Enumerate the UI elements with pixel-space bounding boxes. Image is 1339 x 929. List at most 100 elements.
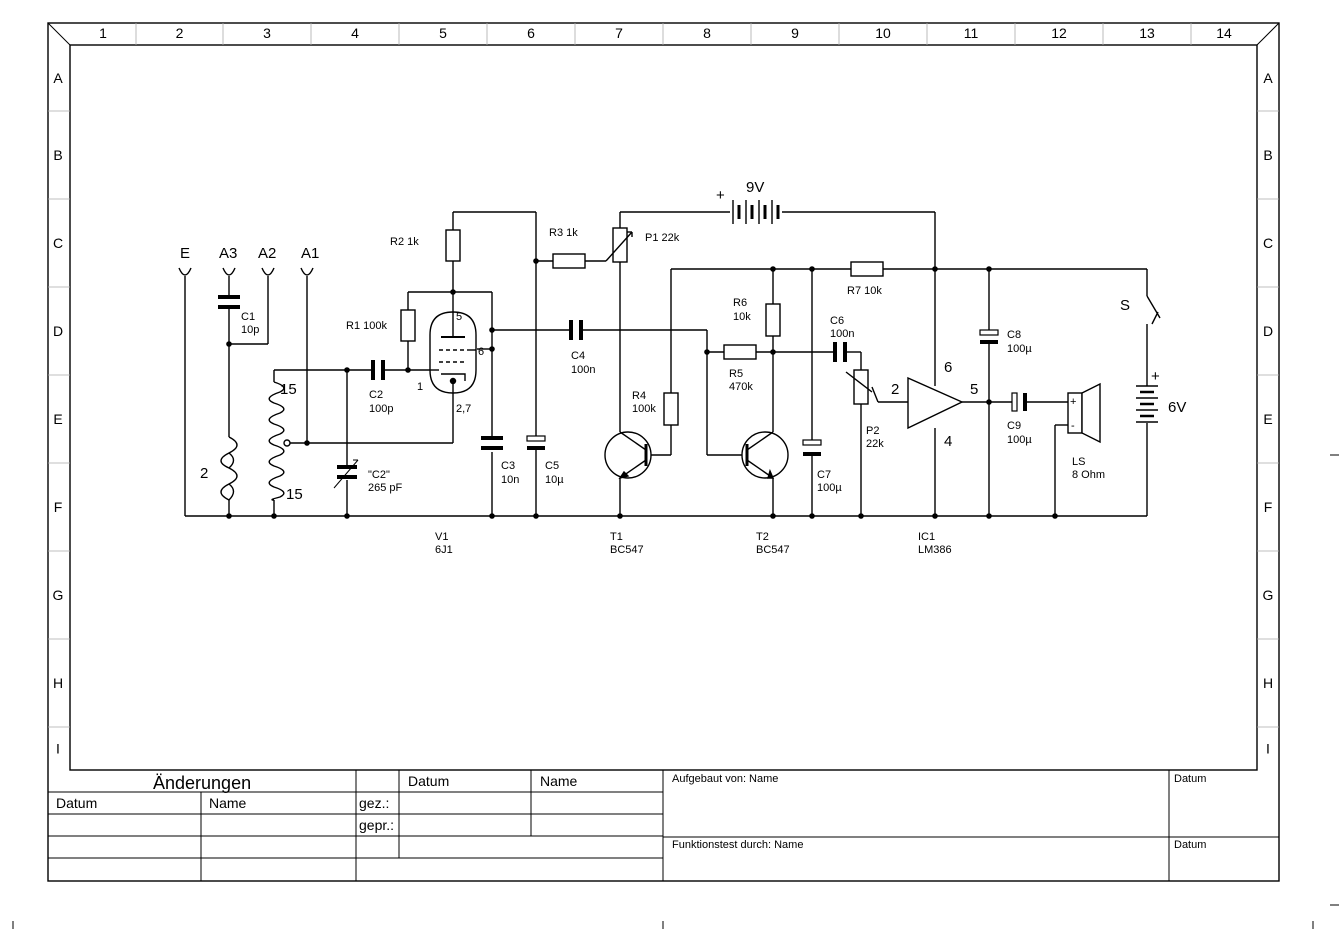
capacitor-c5 (526, 435, 546, 450)
label-switch: S (1120, 297, 1130, 314)
label-t2-type: BC547 (756, 544, 790, 556)
label-c7-name: C7 (817, 469, 831, 481)
row-label-left: C (53, 235, 63, 251)
label-ic1-pin2: 2 (891, 381, 899, 398)
crop-marks (12, 454, 1339, 929)
column-label: 14 (1216, 25, 1232, 41)
row-label-left: D (53, 323, 63, 339)
row-label-right: H (1263, 675, 1273, 691)
label-p2-value: 22k (866, 438, 884, 450)
label-c8-value: 100µ (1007, 343, 1032, 355)
row-label-right: B (1263, 147, 1272, 163)
component-labels: E A3 A2 A1 C1 10p 2 15 15 C2 100p "C2" 2… (180, 179, 1186, 556)
label-e: E (180, 245, 190, 262)
label-c2var-value: 265 pF (368, 482, 403, 494)
label-ic1-pin4: 4 (944, 433, 952, 450)
row-label-left: H (53, 675, 63, 691)
battery-6v (1136, 385, 1158, 423)
column-label: 9 (791, 25, 799, 41)
label-c5-value: 10µ (545, 474, 564, 486)
label-r6-name: R6 (733, 297, 747, 309)
coil-left (220, 436, 238, 501)
column-label: 2 (176, 25, 184, 41)
label-ic1-pin6: 6 (944, 359, 952, 376)
label-v1-type: 6J1 (435, 544, 453, 556)
transistor-t2 (741, 431, 789, 479)
row-label-right: E (1263, 411, 1272, 427)
label-battery9-plus: + (716, 187, 725, 204)
label-coil-tap-bottom: 15 (286, 486, 303, 503)
capacitor-c1 (218, 295, 240, 309)
row-label-left: E (53, 411, 62, 427)
row-label-left: I (56, 741, 60, 757)
label-c8-name: C8 (1007, 329, 1021, 341)
row-label-right: A (1263, 70, 1273, 86)
resistors (400, 229, 884, 426)
vacuum-tube-v1 (429, 311, 477, 394)
label-tube-pin6: 6 (478, 346, 484, 358)
label-c3-name: C3 (501, 460, 515, 472)
row-label-right: C (1263, 235, 1273, 251)
capacitor-c7 (802, 439, 822, 456)
label-c1-value: 10p (241, 324, 259, 336)
battery-9v (732, 200, 780, 224)
wires (184, 211, 1148, 517)
title-block: Änderungen Datum Name Datum Name gez.: g… (48, 770, 1279, 881)
funktionstest-datum: Datum (1174, 839, 1206, 851)
label-ic1-name: IC1 (918, 531, 935, 543)
label-c2-name: C2 (369, 389, 383, 401)
changes-datum-header: Datum (56, 795, 97, 811)
label-c7-value: 100µ (817, 482, 842, 494)
column-dividers (135, 23, 1192, 45)
label-c3-value: 10n (501, 474, 519, 486)
row-dividers (48, 110, 1279, 728)
changes-title: Änderungen (153, 773, 251, 793)
label-a3: A3 (219, 245, 237, 262)
changes-name-header: Name (209, 795, 247, 811)
column-label: 10 (875, 25, 891, 41)
sign-datum-header: Datum (408, 773, 449, 789)
column-label: 13 (1139, 25, 1155, 41)
label-r3: R3 1k (549, 227, 578, 239)
column-label: 5 (439, 25, 447, 41)
column-label: 11 (964, 25, 979, 41)
label-c6-name: C6 (830, 315, 844, 327)
antenna-terminals (178, 267, 314, 276)
label-a1: A1 (301, 245, 319, 262)
row-label-left: A (53, 70, 63, 86)
label-r6-value: 10k (733, 311, 751, 323)
label-r4-name: R4 (632, 390, 646, 402)
label-battery9-value: 9V (746, 179, 764, 196)
label-coil-tap-top: 15 (280, 381, 297, 398)
sign-name-header: Name (540, 773, 578, 789)
row-label-right: I (1266, 741, 1270, 757)
column-label: 4 (351, 25, 359, 41)
row-label-right: D (1263, 323, 1273, 339)
transistor-t1 (604, 431, 652, 480)
label-t2-name: T2 (756, 531, 769, 543)
amplifier-ic1 (907, 376, 964, 430)
loudspeaker-ls (1067, 382, 1101, 444)
label-c2-value: 100p (369, 403, 393, 415)
label-battery6-value: 6V (1168, 399, 1186, 416)
label-t1-type: BC547 (610, 544, 644, 556)
capacitor-c4 (569, 320, 583, 340)
funktionstest-label: Funktionstest durch: Name (672, 839, 803, 851)
label-ic1-type: LM386 (918, 544, 952, 556)
label-ls-plus: + (1070, 396, 1076, 408)
capacitor-c9 (1011, 392, 1027, 412)
label-t1-name: T1 (610, 531, 623, 543)
capacitor-c2 (371, 360, 385, 380)
capacitor-c3 (481, 436, 503, 450)
row-label-left: G (53, 587, 64, 603)
potentiometer-p1 (605, 227, 633, 263)
label-r5-name: R5 (729, 368, 743, 380)
column-label: 6 (527, 25, 535, 41)
label-c1-name: C1 (241, 311, 255, 323)
label-p1: P1 22k (645, 232, 680, 244)
variable-capacitor-c2 (333, 459, 359, 489)
label-ls-name: LS (1072, 456, 1085, 468)
